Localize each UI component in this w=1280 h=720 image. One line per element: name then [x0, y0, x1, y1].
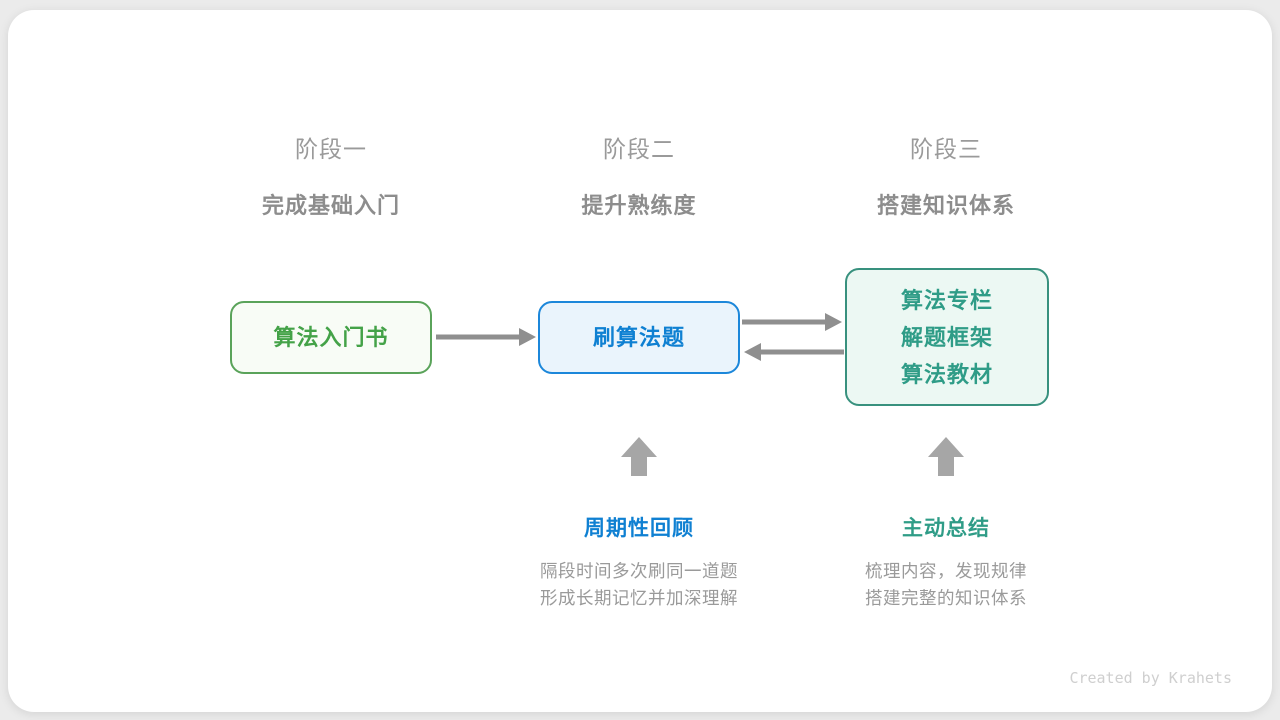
- up-arrow-review-icon: [621, 437, 657, 476]
- node-resource-framework-label: 解题框架: [900, 324, 993, 350]
- annotation-active-summary-line-2: 搭建完整的知识体系: [865, 588, 1027, 608]
- up-arrow-summary-icon: [928, 437, 964, 476]
- arrow-book-to-practice: [436, 328, 536, 346]
- annotation-periodic-review-heading: 周期性回顾: [584, 517, 694, 540]
- stage-1-header: 阶段一 完成基础入门: [171, 130, 491, 220]
- annotation-periodic-review-line-2: 形成长期记忆并加深理解: [540, 588, 738, 608]
- node-practice-problems: 刷算法题: [538, 301, 740, 374]
- annotation-active-summary-desc: 梳理内容，发现规律 搭建完整的知识体系: [776, 558, 1116, 612]
- annotation-active-summary-line-1: 梳理内容，发现规律: [865, 561, 1027, 581]
- node-practice-problems-label: 刷算法题: [592, 325, 685, 350]
- arrow-practice-to-resources: [742, 313, 842, 331]
- stage-3-header: 阶段三 搭建知识体系: [786, 130, 1106, 220]
- stage-2-header: 阶段二 提升熟练度: [479, 130, 799, 220]
- stage-1-subtitle: 完成基础入门: [261, 193, 400, 218]
- stage-2-subtitle: 提升熟练度: [581, 193, 697, 218]
- node-intro-book-label: 算法入门书: [273, 325, 389, 350]
- stage-3-subtitle: 搭建知识体系: [876, 193, 1015, 218]
- node-knowledge-resources: 算法专栏 解题框架 算法教材: [845, 268, 1049, 406]
- stage-2-title: 阶段二: [603, 136, 675, 162]
- stage-1-title: 阶段一: [295, 136, 367, 162]
- node-resource-textbook-label: 算法教材: [900, 361, 993, 387]
- annotation-periodic-review-line-1: 隔段时间多次刷同一道题: [540, 561, 738, 581]
- stage-3-title: 阶段三: [910, 136, 982, 162]
- annotation-periodic-review-desc: 隔段时间多次刷同一道题 形成长期记忆并加深理解: [469, 558, 809, 612]
- node-intro-book: 算法入门书: [230, 301, 432, 374]
- annotation-active-summary-heading: 主动总结: [902, 517, 990, 540]
- node-resource-column-label: 算法专栏: [900, 287, 993, 313]
- arrow-resources-to-practice: [744, 343, 844, 361]
- credit-text: Created by Krahets: [1069, 669, 1232, 687]
- diagram-card: 阶段一 完成基础入门 阶段二 提升熟练度 阶段三 搭建知识体系 算法入门书 刷算…: [8, 10, 1272, 712]
